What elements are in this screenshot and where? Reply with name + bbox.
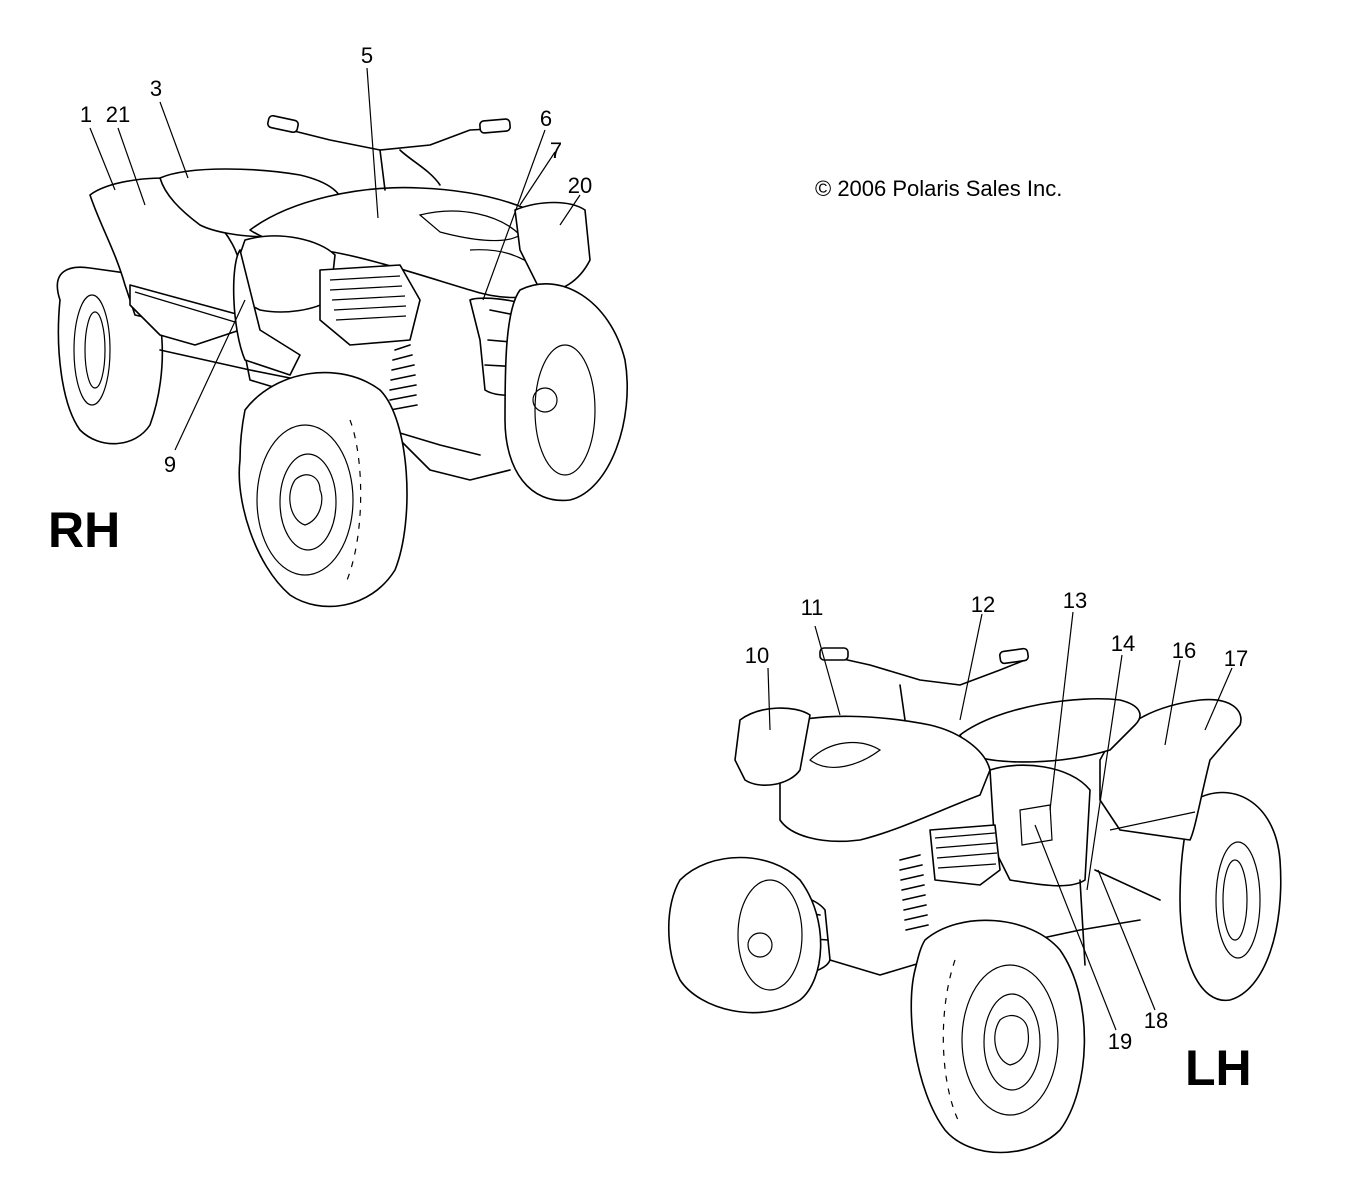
rh-engine xyxy=(319,264,421,346)
callout-10: 10 xyxy=(744,643,770,668)
callout-14: 14 xyxy=(1110,631,1136,656)
rh-atv-drawing xyxy=(56,114,629,608)
callout-12: 12 xyxy=(970,592,996,617)
copyright-notice: © 2006 Polaris Sales Inc. xyxy=(815,176,1063,201)
callout-5: 5 xyxy=(360,43,374,68)
callout-7: 7 xyxy=(549,138,563,163)
lh-front-left-wheel xyxy=(910,919,1086,1154)
callout-9: 9 xyxy=(163,452,177,477)
callout-17: 17 xyxy=(1223,646,1249,671)
lh-rear-fender xyxy=(1099,698,1242,841)
rh-front-right-wheel xyxy=(504,283,629,502)
callout-16: 16 xyxy=(1171,638,1197,663)
view-label-rh: RH xyxy=(48,502,121,558)
lh-engine xyxy=(929,824,1001,886)
rh-front-fender xyxy=(232,249,301,376)
lh-side-panel xyxy=(989,764,1091,887)
callout-18: 18 xyxy=(1143,1008,1169,1033)
lh-rear-wheel xyxy=(1179,791,1282,1002)
callout-21: 21 xyxy=(105,102,131,127)
lh-front-right-wheel xyxy=(668,856,822,1014)
lh-handlebars xyxy=(819,647,1029,721)
callout-11: 11 xyxy=(800,595,824,620)
callout-6: 6 xyxy=(539,106,553,131)
rh-spring xyxy=(389,344,418,411)
lh-headlight-pod xyxy=(734,707,811,786)
callout-19: 19 xyxy=(1107,1029,1133,1054)
rh-front-left-wheel xyxy=(238,371,408,608)
lh-front-body xyxy=(779,715,991,843)
callout-1: 1 xyxy=(79,102,93,127)
callout-20: 20 xyxy=(567,173,593,198)
lh-seat xyxy=(959,697,1141,763)
view-label-lh: LH xyxy=(1185,1040,1252,1096)
callout-3: 3 xyxy=(149,76,163,101)
lh-atv-drawing xyxy=(668,647,1282,1154)
rh-handlebars xyxy=(267,114,511,191)
lh-panel-decal xyxy=(1019,804,1053,846)
leader-lines xyxy=(89,67,1233,1031)
lh-spring xyxy=(899,854,929,931)
callout-13: 13 xyxy=(1062,588,1088,613)
